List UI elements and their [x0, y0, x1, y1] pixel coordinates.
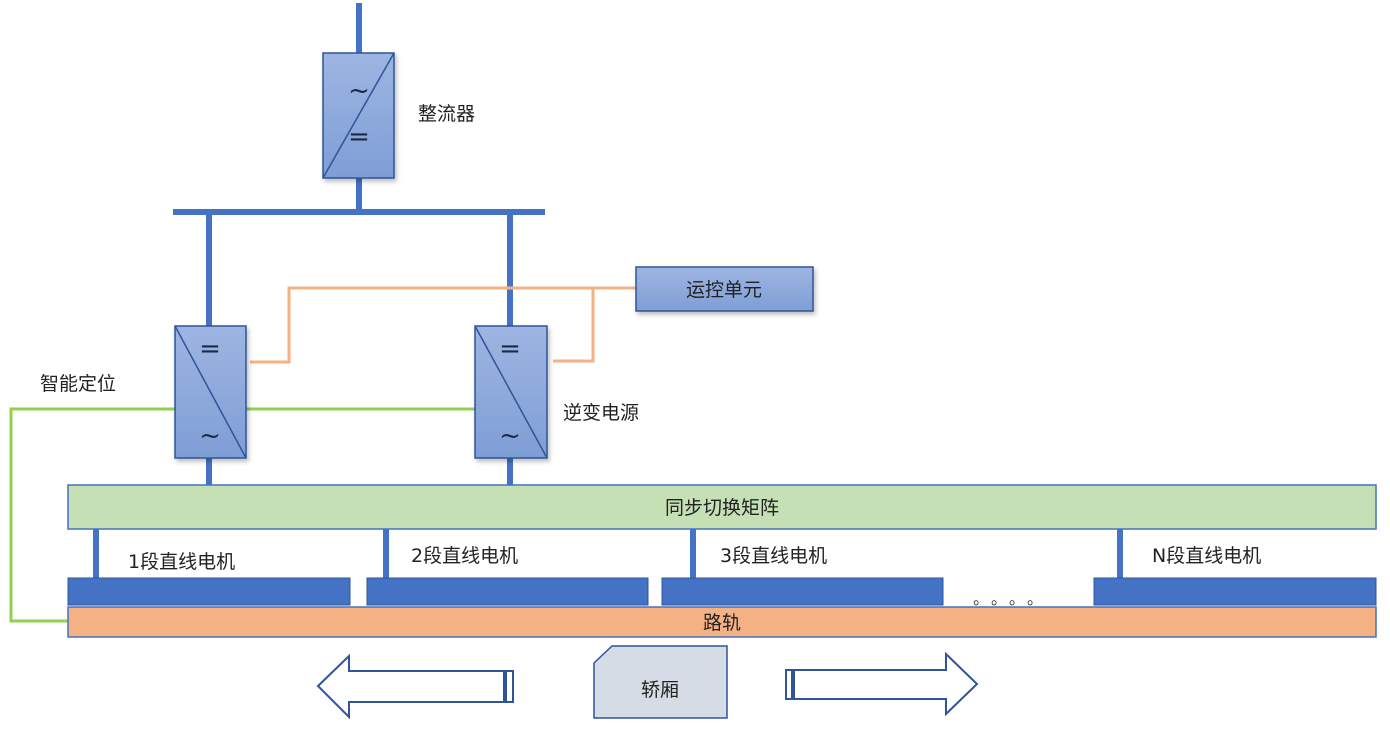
- motor-1-segment: [67, 577, 351, 606]
- car-label: 轿厢: [641, 679, 679, 701]
- control-unit-label: 运控单元: [686, 279, 762, 301]
- inverter-left-block: [174, 325, 247, 459]
- positioning-line: [9, 407, 176, 623]
- motor-3-label: 3段直线电机: [720, 545, 827, 567]
- inverter-right-ac-symbol: ~: [499, 421, 521, 451]
- rectifier-ac-symbol: ~: [348, 76, 370, 106]
- motor-3-segment: [661, 577, 944, 606]
- inverter-left-dc-symbol: =: [199, 334, 221, 364]
- inverter-left-ac-symbol: ~: [199, 421, 221, 451]
- control-line-left-inverter: [250, 286, 636, 364]
- control-unit-block: [635, 266, 814, 312]
- car-block: [593, 645, 728, 719]
- inverter-right-block: [474, 325, 548, 459]
- motor-1-label: 1段直线电机: [128, 551, 235, 573]
- motor-n-label: N段直线电机: [1152, 545, 1261, 567]
- motor-ellipsis: 。。。。: [973, 589, 1053, 608]
- control-line-right-inverter: [553, 288, 595, 363]
- rectifier-dc-symbol: =: [348, 122, 370, 152]
- inverter-right-dc-symbol: =: [499, 334, 521, 364]
- smart-positioning-label: 智能定位: [40, 373, 116, 395]
- inverter-label: 逆变电源: [563, 402, 639, 424]
- left-direction-arrow: [316, 653, 514, 720]
- motor-2-label: 2段直线电机: [411, 545, 518, 567]
- rectifier-label: 整流器: [418, 103, 475, 125]
- motor-n-segment: [1093, 577, 1377, 606]
- motor-segments: [67, 577, 1377, 606]
- motor-2-segment: [366, 577, 649, 606]
- switch-matrix-label: 同步切换矩阵: [665, 497, 779, 519]
- right-direction-arrow: [785, 651, 979, 717]
- positioning-lines: [9, 407, 476, 623]
- track-label: 路轨: [703, 612, 741, 634]
- switch-matrix-block: [67, 484, 1377, 530]
- power-lines: [93, 3, 1123, 578]
- rectifier-block: [322, 52, 395, 179]
- control-lines: [250, 286, 636, 364]
- track-block: [67, 606, 1377, 638]
